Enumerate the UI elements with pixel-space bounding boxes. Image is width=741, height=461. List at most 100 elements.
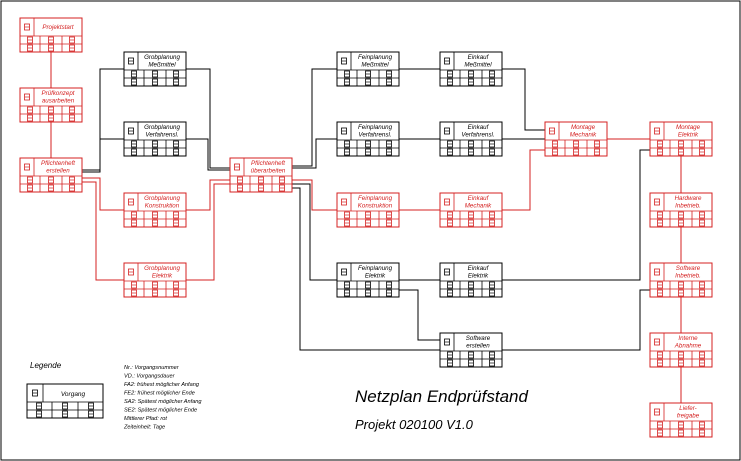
cell-marker — [594, 140, 600, 148]
task-label: Meßmittel — [464, 62, 492, 69]
cell-marker — [386, 211, 392, 219]
cell-marker — [344, 70, 350, 78]
cell-marker — [699, 359, 705, 367]
cell-marker — [344, 78, 350, 86]
cell-marker — [173, 70, 179, 78]
task-label: Montage — [571, 124, 596, 131]
cell-marker — [27, 184, 33, 192]
task-label: Pflichtenheft — [251, 160, 285, 167]
dependency-line — [292, 138, 337, 169]
cell-marker — [386, 78, 392, 86]
cell-marker — [552, 140, 558, 148]
cell-marker — [131, 78, 137, 86]
cell-marker — [489, 70, 495, 78]
legend-definition: SA2: Spätest möglicher Anfang — [124, 399, 202, 405]
task-label: Verfahrensl. — [461, 132, 494, 139]
cell-marker — [699, 211, 705, 219]
cell-marker — [657, 219, 663, 227]
cell-marker — [573, 148, 579, 156]
cell-marker — [489, 148, 495, 156]
cell-marker — [386, 148, 392, 156]
dependency-line — [292, 179, 337, 211]
cell-marker — [699, 140, 705, 148]
cell-marker — [152, 140, 158, 148]
cell-marker — [344, 140, 350, 148]
dependency-line — [292, 183, 337, 281]
task-label: Montage — [676, 124, 701, 131]
task-node-liefer-freigabe[interactable]: Liefer-freigabe — [649, 402, 713, 438]
cell-marker — [128, 268, 134, 276]
cell-marker — [173, 219, 179, 227]
cell-marker — [48, 36, 54, 44]
dependency-line — [502, 149, 545, 211]
legend-definition: FE2: frühest möglicher Ende — [124, 391, 195, 397]
cell-marker — [27, 106, 33, 114]
task-label: Verfahrensl. — [358, 132, 391, 139]
cell-marker — [447, 211, 453, 219]
cell-marker — [444, 127, 450, 135]
task-label: Konstruktion — [358, 203, 393, 210]
cell-marker — [447, 289, 453, 297]
task-label: Mechanik — [465, 203, 492, 210]
task-label: Einkauf — [468, 54, 490, 61]
cell-marker — [699, 219, 705, 227]
legend-definition: Nr.: Vorgangsnummer — [124, 365, 180, 371]
cell-marker — [152, 70, 158, 78]
cell-marker — [69, 184, 75, 192]
task-label: Elektrik — [468, 273, 489, 280]
cell-marker — [152, 219, 158, 227]
dependency-line — [502, 68, 545, 131]
cell-marker — [69, 44, 75, 52]
cell-marker — [657, 359, 663, 367]
task-label: Meßmittel — [361, 62, 389, 69]
dependency-line — [502, 289, 650, 351]
task-label: Liefer- — [679, 405, 696, 412]
cell-marker — [489, 281, 495, 289]
task-label: Interne — [678, 335, 698, 342]
cell-marker — [447, 219, 453, 227]
cell-marker — [657, 351, 663, 359]
cell-marker — [468, 70, 474, 78]
cell-marker — [131, 289, 137, 297]
cell-marker — [48, 114, 54, 122]
cell-marker — [678, 429, 684, 437]
cell-marker — [48, 176, 54, 184]
cell-marker — [699, 351, 705, 359]
cell-marker — [173, 281, 179, 289]
cell-marker — [552, 148, 558, 156]
dependency-line — [82, 181, 124, 281]
task-nodes: ProjektstartPrüfkonzeptausarbeitenPflich… — [19, 17, 713, 438]
cell-marker — [489, 78, 495, 86]
cell-marker — [24, 23, 30, 31]
cell-marker — [62, 410, 68, 418]
cell-marker — [173, 78, 179, 86]
dependency-line — [292, 187, 440, 351]
cell-marker — [678, 421, 684, 429]
task-node-projektstart[interactable]: Projektstart — [19, 17, 83, 53]
dependency-line — [82, 68, 124, 171]
cell-marker — [48, 44, 54, 52]
cell-marker — [444, 57, 450, 65]
task-label: Mechanik — [570, 132, 597, 139]
